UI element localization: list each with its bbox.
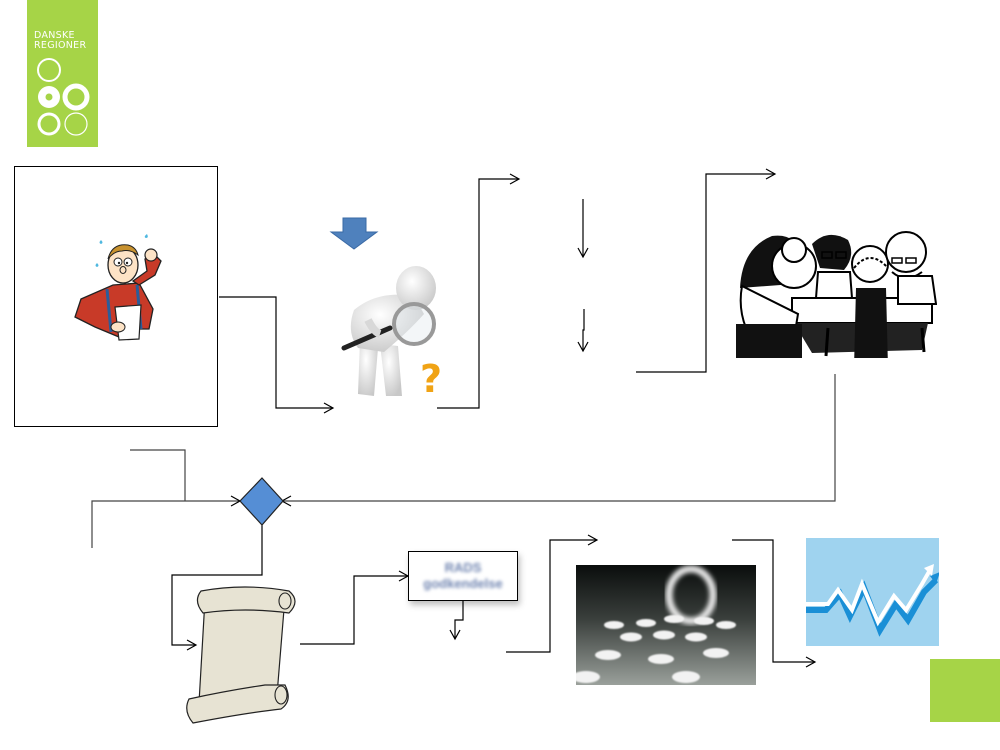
rads-approval-box: RADS godkendelse bbox=[408, 551, 518, 601]
meeting-illustration bbox=[736, 231, 937, 358]
logo-text: DANSKE REGIONER bbox=[34, 31, 86, 51]
connector-investigator-to-steps bbox=[437, 173, 521, 409]
rising-chart-graphic bbox=[806, 538, 939, 646]
connector-frame-to-investigator bbox=[219, 296, 335, 414]
pills-photo bbox=[576, 565, 756, 685]
investigator-illustration: ? bbox=[341, 266, 442, 401]
decision-diamond bbox=[239, 477, 284, 526]
connector-input-b bbox=[91, 495, 242, 548]
down-arrow-2 bbox=[577, 309, 589, 353]
logo-line-1: DANSKE bbox=[34, 30, 75, 41]
connector-pills-to-stock bbox=[732, 539, 817, 668]
sweat-drop-icon bbox=[99, 240, 103, 244]
danske-regioner-logo: DANSKE REGIONER bbox=[27, 0, 98, 147]
rads-label-line-1: RADS bbox=[444, 560, 482, 575]
connector-scroll-to-rads bbox=[300, 570, 410, 645]
rads-label-line-2: godkendelse bbox=[423, 576, 503, 591]
problem-frame bbox=[14, 166, 218, 427]
scroll-illustration bbox=[186, 586, 296, 724]
connector-rads-down bbox=[449, 601, 464, 641]
logo-line-2: REGIONER bbox=[34, 40, 87, 51]
logo-circles-icon bbox=[37, 58, 90, 136]
connector-to-pills bbox=[506, 534, 599, 653]
connector-meeting-to-decision bbox=[280, 374, 836, 507]
down-block-arrow-icon bbox=[329, 217, 379, 250]
connector-decision-to-scroll bbox=[171, 525, 263, 651]
corner-accent-square bbox=[930, 659, 1000, 722]
worried-man-illustration bbox=[74, 234, 162, 341]
connector-input-a bbox=[130, 449, 186, 501]
connector-steps-to-meeting bbox=[636, 168, 777, 373]
question-mark-icon: ? bbox=[420, 357, 442, 401]
